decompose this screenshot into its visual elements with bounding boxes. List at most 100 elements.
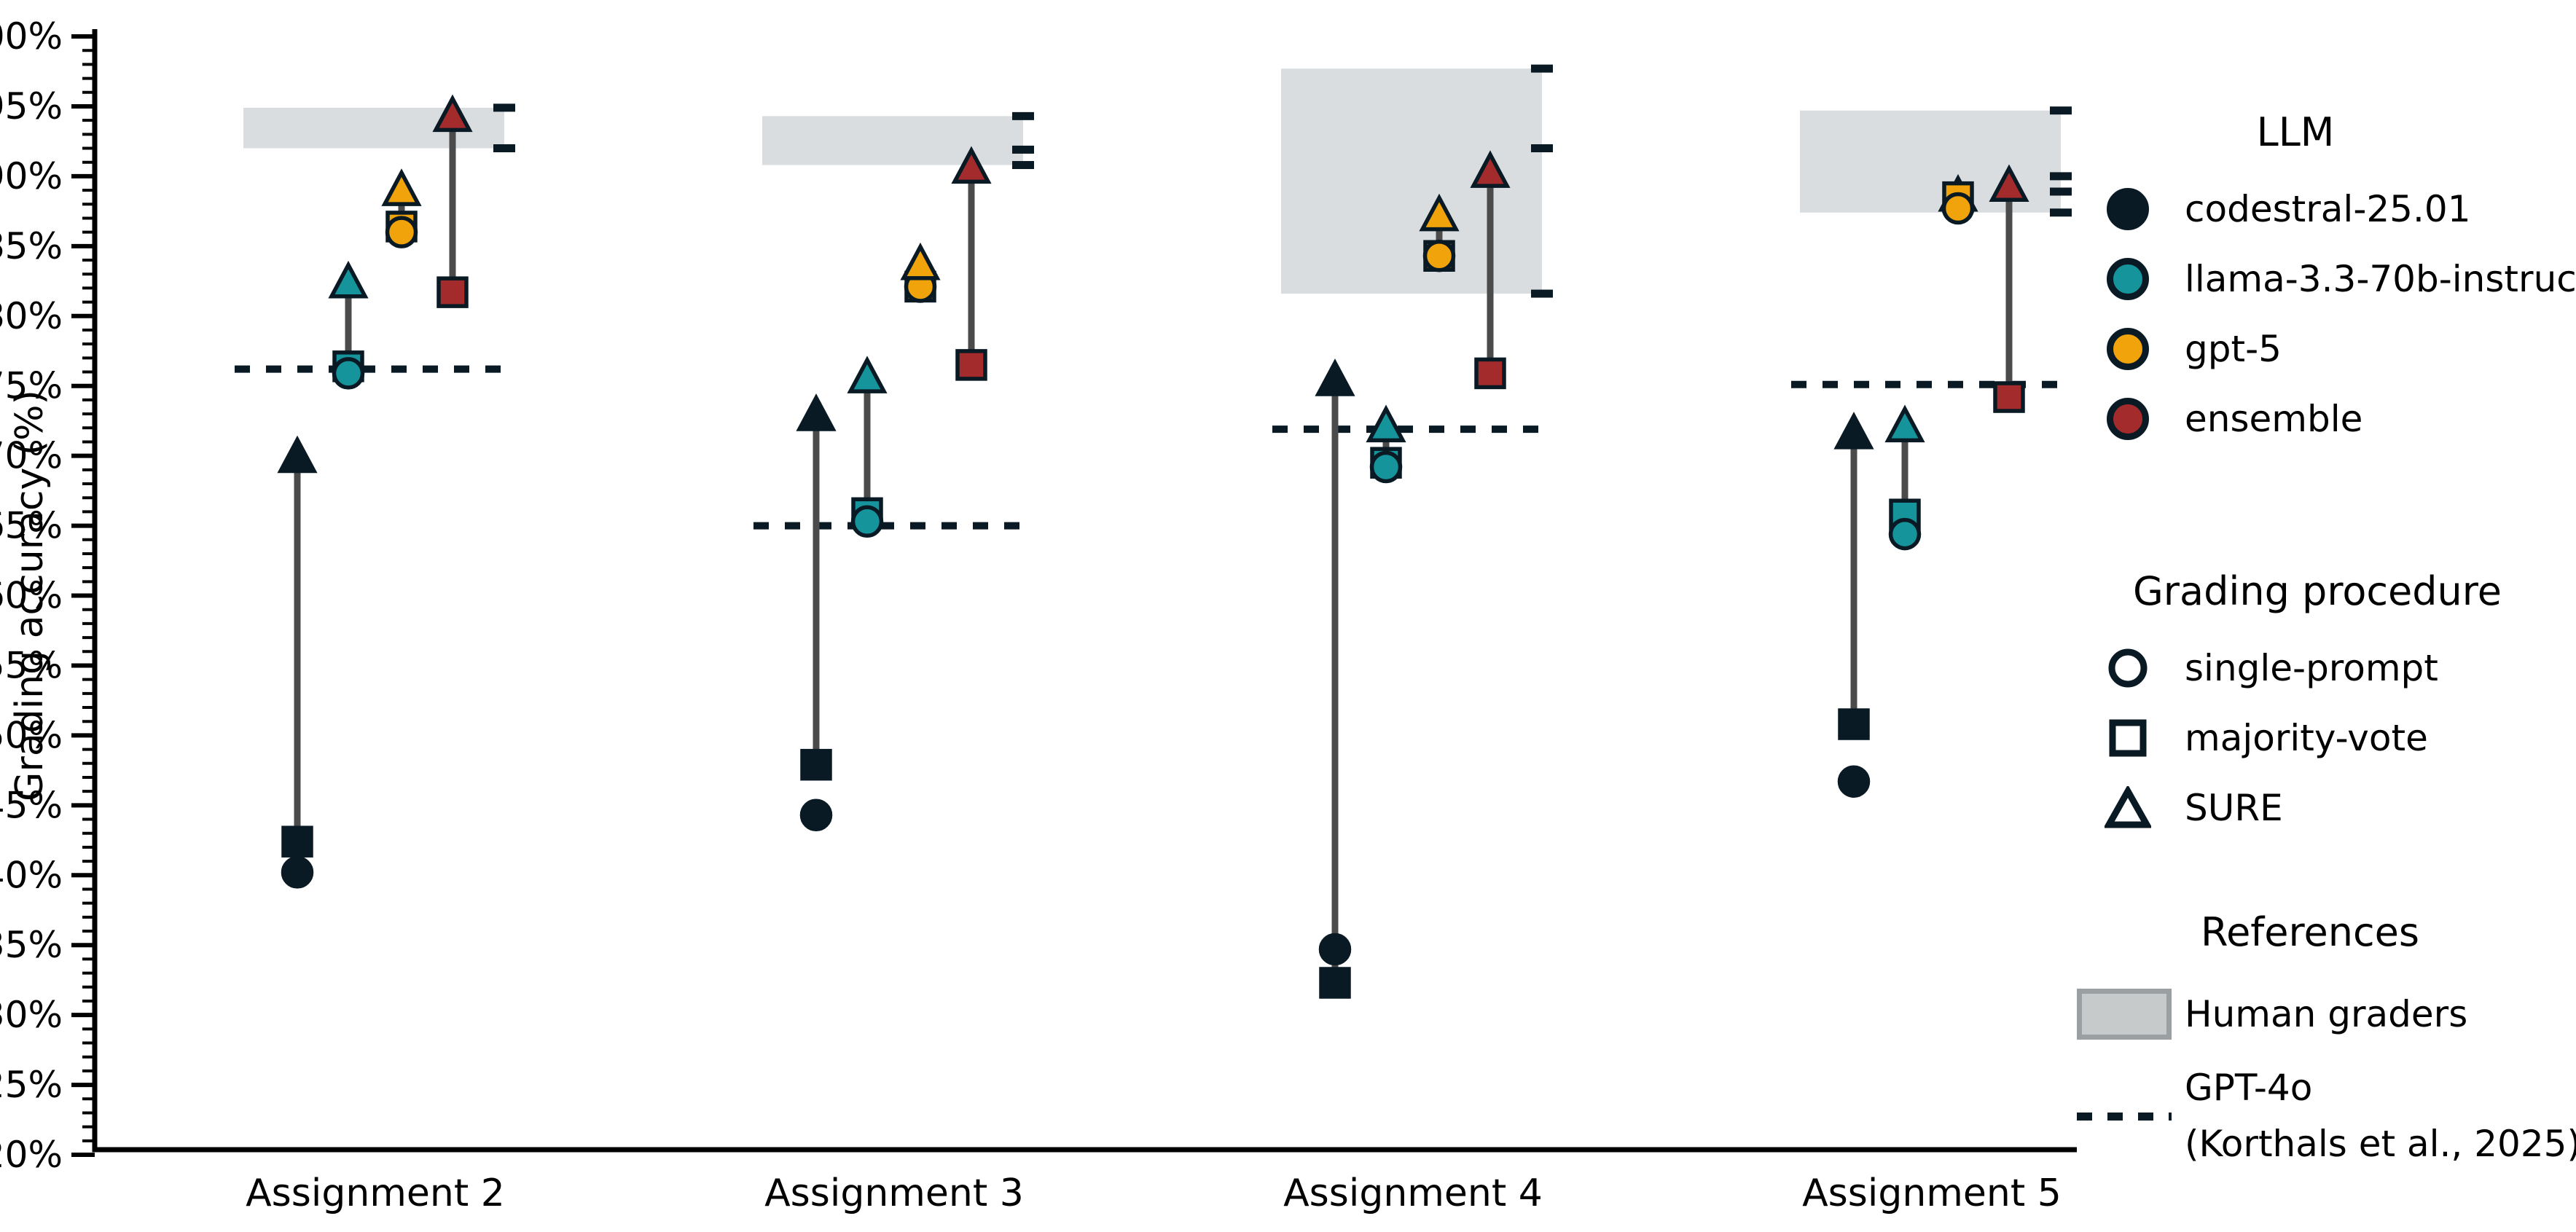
legend-item-sure: SURE — [2084, 773, 2550, 843]
legend-references-title: References — [2200, 909, 2420, 955]
y-tick-label: 25% — [0, 1064, 63, 1106]
legend-item-label: codestral-25.01 — [2185, 188, 2471, 230]
legend-procedure-title: Grading procedure — [2132, 568, 2502, 614]
x-tick-label: Assignment 4 — [1283, 1172, 1543, 1215]
marker-codestral-25.01-sure — [796, 393, 837, 431]
legend-item-label: llama-3.3-70b-instruct — [2185, 258, 2576, 300]
marker-codestral-25.01-single-prompt — [1318, 933, 1352, 966]
open-triangle-icon — [2105, 786, 2151, 828]
legend-llm-title: LLM — [2256, 109, 2335, 155]
legend-item-label-line2: (Korthals et al., 2025) — [2185, 1123, 2576, 1165]
legend-item-ensemble: ensemble — [2084, 384, 2576, 454]
marker-ensemble-sure — [1470, 150, 1511, 188]
human-grader-mark — [1012, 145, 1034, 154]
marker-ensemble-majority-vote — [1474, 357, 1506, 390]
x-tick-label: Assignment 5 — [1802, 1172, 2062, 1215]
marker-gpt-5-sure — [1419, 193, 1460, 232]
y-axis-spine — [92, 29, 98, 1153]
marker-ensemble-sure — [951, 146, 992, 184]
marker-llama-3.3-70b-instruct-sure — [1884, 404, 1925, 443]
legend-item-codestral: codestral-25.01 — [2084, 174, 2576, 244]
marker-llama-3.3-70b-instruct-sure — [328, 260, 369, 299]
y-tick-label: 40% — [0, 854, 63, 896]
human-grader-mark — [1012, 111, 1034, 120]
y-tick-label: 65% — [0, 505, 63, 547]
x-tick-label: Assignment 3 — [764, 1172, 1024, 1215]
human-grader-mark — [2050, 208, 2072, 217]
human-grader-mark — [493, 103, 515, 112]
legend-item-label: gpt-5 — [2185, 328, 2282, 370]
human-grader-mark — [493, 144, 515, 152]
marker-gpt-5-sure — [900, 242, 941, 280]
y-tick-label: 90% — [0, 155, 63, 197]
y-tick-label: 85% — [0, 225, 63, 267]
y-tick-label: 70% — [0, 435, 63, 477]
y-tick-label: 20% — [0, 1134, 63, 1176]
legend-item-single-prompt: single-prompt — [2084, 633, 2550, 703]
x-axis-spine — [92, 1147, 2077, 1153]
y-axis-title: Grading accuracy (%) — [8, 390, 52, 801]
human-graders-band — [762, 116, 1023, 165]
y-tick-label: 50% — [0, 714, 63, 756]
marker-codestral-25.01-single-prompt — [281, 856, 314, 889]
y-tick-label: 100% — [0, 15, 63, 58]
legend-item-gpt5: gpt-5 — [2084, 314, 2576, 384]
marker-codestral-25.01-sure — [277, 435, 318, 474]
legend-item-llama: llama-3.3-70b-instruct — [2084, 244, 2576, 314]
marker-llama-3.3-70b-instruct-single-prompt — [850, 505, 884, 538]
legend-item-label: majority-vote — [2185, 717, 2428, 759]
y-tick-label: 60% — [0, 575, 63, 617]
human-grader-mark — [1531, 289, 1553, 298]
y-tick-label: 45% — [0, 784, 63, 826]
x-tick-label: Assignment 2 — [246, 1172, 505, 1215]
human-grader-mark — [1531, 64, 1553, 73]
marker-codestral-25.01-majority-vote — [281, 825, 313, 858]
marker-codestral-25.01-majority-vote — [1319, 967, 1351, 999]
legend-grading-procedure: Grading procedure single-prompt majority… — [2084, 568, 2550, 843]
codestral-color-dot-icon — [2107, 188, 2149, 230]
open-square-icon — [2109, 719, 2147, 757]
marker-codestral-25.01-single-prompt — [799, 799, 833, 831]
marker-ensemble-majority-vote — [1993, 381, 2025, 413]
marker-llama-3.3-70b-instruct-sure — [1366, 404, 1406, 443]
human-grader-mark — [2050, 106, 2072, 115]
ensemble-color-dot-icon — [2107, 398, 2149, 440]
legend-item-gpt4o: GPT-4o (Korthals et al., 2025) — [2077, 1054, 2576, 1178]
marker-gpt-5-sure — [381, 168, 422, 206]
human-grader-mark — [1012, 161, 1034, 170]
legend-references: References Human graders GPT-4o (Korthal… — [2077, 909, 2576, 1178]
marker-gpt-5-single-prompt — [385, 216, 418, 248]
legend-item-human-graders: Human graders — [2077, 974, 2576, 1054]
marker-gpt-5-single-prompt — [1941, 192, 1975, 225]
marker-gpt-5-single-prompt — [1422, 239, 1456, 272]
open-circle-icon — [2108, 648, 2148, 688]
marker-ensemble-majority-vote — [436, 276, 469, 308]
human-grader-mark — [2050, 187, 2072, 196]
legend-item-label: single-prompt — [2185, 647, 2438, 689]
legend-item-majority-vote: majority-vote — [2084, 703, 2550, 773]
legend-item-label: ensemble — [2185, 398, 2363, 440]
legend-llm: LLM codestral-25.01 llama-3.3-70b-instru… — [2084, 109, 2576, 454]
marker-codestral-25.01-sure — [1315, 358, 1355, 396]
marker-llama-3.3-70b-instruct-single-prompt — [1369, 450, 1403, 484]
marker-llama-3.3-70b-instruct-single-prompt — [332, 357, 365, 390]
y-tick-label: 35% — [0, 924, 63, 966]
marker-llama-3.3-70b-instruct-single-prompt — [1888, 517, 1922, 551]
human-grader-mark — [2050, 172, 2072, 181]
marker-ensemble-majority-vote — [955, 349, 987, 381]
gpt4o-dotted-line-swatch-icon — [2077, 1112, 2172, 1121]
marker-ensemble-sure — [432, 94, 473, 133]
marker-llama-3.3-70b-instruct-sure — [847, 356, 888, 393]
marker-codestral-25.01-majority-vote — [800, 748, 832, 781]
marker-codestral-25.01-single-prompt — [1837, 765, 1871, 798]
y-tick-label: 75% — [0, 365, 63, 407]
gpt5-color-dot-icon — [2107, 328, 2149, 370]
marker-codestral-25.01-majority-vote — [1838, 708, 1870, 740]
llama-color-dot-icon — [2107, 258, 2149, 300]
y-tick-label: 30% — [0, 994, 63, 1036]
legend-item-label: Human graders — [2185, 993, 2468, 1035]
y-tick-label: 95% — [0, 85, 63, 127]
y-tick-label: 55% — [0, 644, 63, 686]
